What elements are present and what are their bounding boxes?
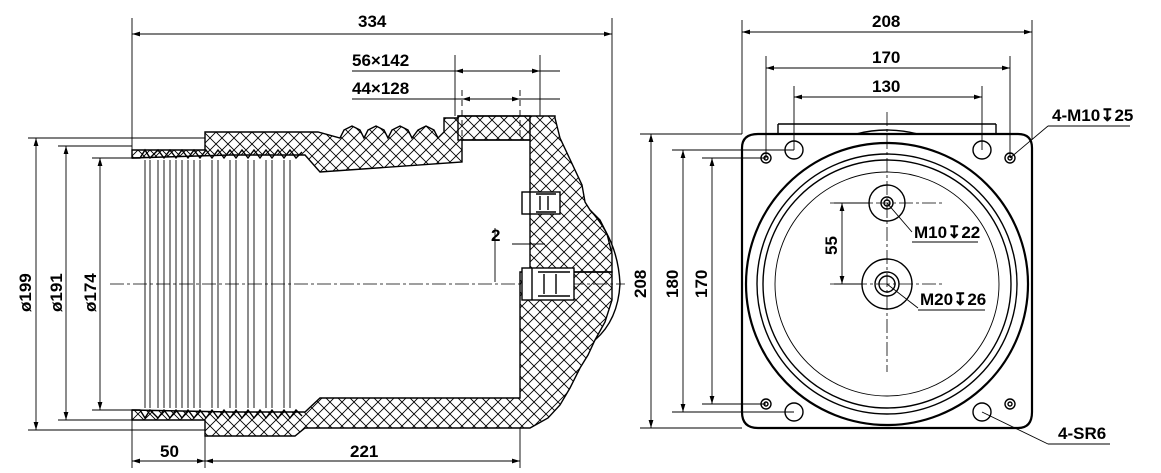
callout-m10: M10↧22 <box>914 223 980 242</box>
dim-dia-174: ø174 <box>81 273 100 312</box>
callout-m20: M20↧26 <box>920 290 986 309</box>
dim-front-width: 208 <box>872 12 900 31</box>
depth-symbol: ↧ <box>953 290 967 309</box>
dim-dia-199: ø199 <box>16 273 35 312</box>
dim-vert-180: 180 <box>663 270 682 298</box>
insert-lower <box>521 267 575 301</box>
tap-large-depth: 26 <box>967 290 986 309</box>
dim-inner-pitch: 130 <box>872 77 900 96</box>
tap-large-size: M20 <box>920 290 953 309</box>
svg-text:4-M10↧25: 4-M10↧25 <box>1052 106 1133 125</box>
svg-text:M10↧22: M10↧22 <box>914 223 980 242</box>
tap-small-size: M10 <box>914 223 947 242</box>
callout-slot: 4-SR6 <box>1058 424 1106 443</box>
dim-dia-191: ø191 <box>47 273 66 312</box>
dim-gap: 2 <box>491 226 500 245</box>
depth-symbol: ↧ <box>1100 106 1114 125</box>
dim-body-length: 221 <box>350 442 378 461</box>
dim-overall-length: 334 <box>358 12 387 31</box>
end-dome <box>589 209 621 341</box>
bellows-corrugations <box>144 160 291 408</box>
svg-text:M20↧26: M20↧26 <box>920 290 986 309</box>
dim-front-height: 208 <box>631 270 650 298</box>
bore-opening <box>457 115 531 141</box>
dim-hole-pitch: 170 <box>872 48 900 67</box>
depth-symbol: ↧ <box>947 223 961 242</box>
upper-wall-section <box>131 115 613 273</box>
lower-ribs <box>132 408 303 420</box>
dim-shed-length: 50 <box>160 442 179 461</box>
front-view: 208 170 130 208 180 170 55 M10↧22 <box>631 12 1133 445</box>
corner-tap-depth: 25 <box>1114 106 1133 125</box>
dim-bore-outer: 56×142 <box>352 51 409 70</box>
dim-offset-55: 55 <box>822 236 841 255</box>
dim-bore-inner: 44×128 <box>352 79 409 98</box>
tap-small-depth: 22 <box>961 223 980 242</box>
side-section-view: 2 334 56×142 44×128 ø199 ø191 ø174 <box>16 12 625 468</box>
corner-tap-size: 4-M10 <box>1052 106 1100 125</box>
callout-corner-tap: 4-M10↧25 <box>1052 106 1133 125</box>
dim-vert-170: 170 <box>692 270 711 298</box>
insert-upper <box>521 191 561 215</box>
upper-ribs <box>132 148 303 160</box>
